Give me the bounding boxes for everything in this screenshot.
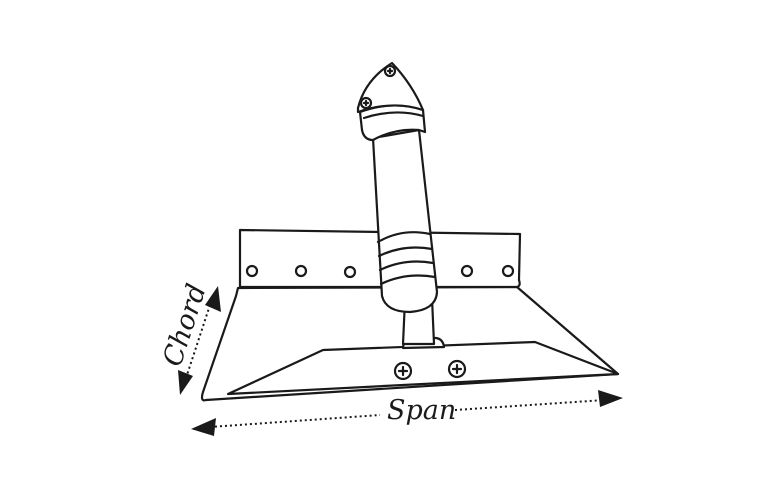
hinge-channel — [226, 340, 620, 396]
span-arrowhead-right — [598, 390, 623, 407]
mounting-holes — [245, 264, 515, 279]
span-arrowhead-left — [191, 418, 216, 436]
channel-screws — [393, 359, 467, 381]
span-label: Span — [387, 395, 456, 426]
span-dimension-arrow — [191, 390, 623, 436]
chord-arrowhead-up — [205, 286, 221, 312]
chord-label: Chord — [157, 280, 213, 370]
actuator-cap — [356, 61, 425, 114]
cylinder-bands — [376, 231, 437, 286]
chord-arrowhead-down — [178, 370, 193, 395]
chord-dimension-arrow — [178, 286, 221, 395]
cap-screws — [359, 64, 397, 110]
actuator-cylinder — [371, 128, 439, 314]
